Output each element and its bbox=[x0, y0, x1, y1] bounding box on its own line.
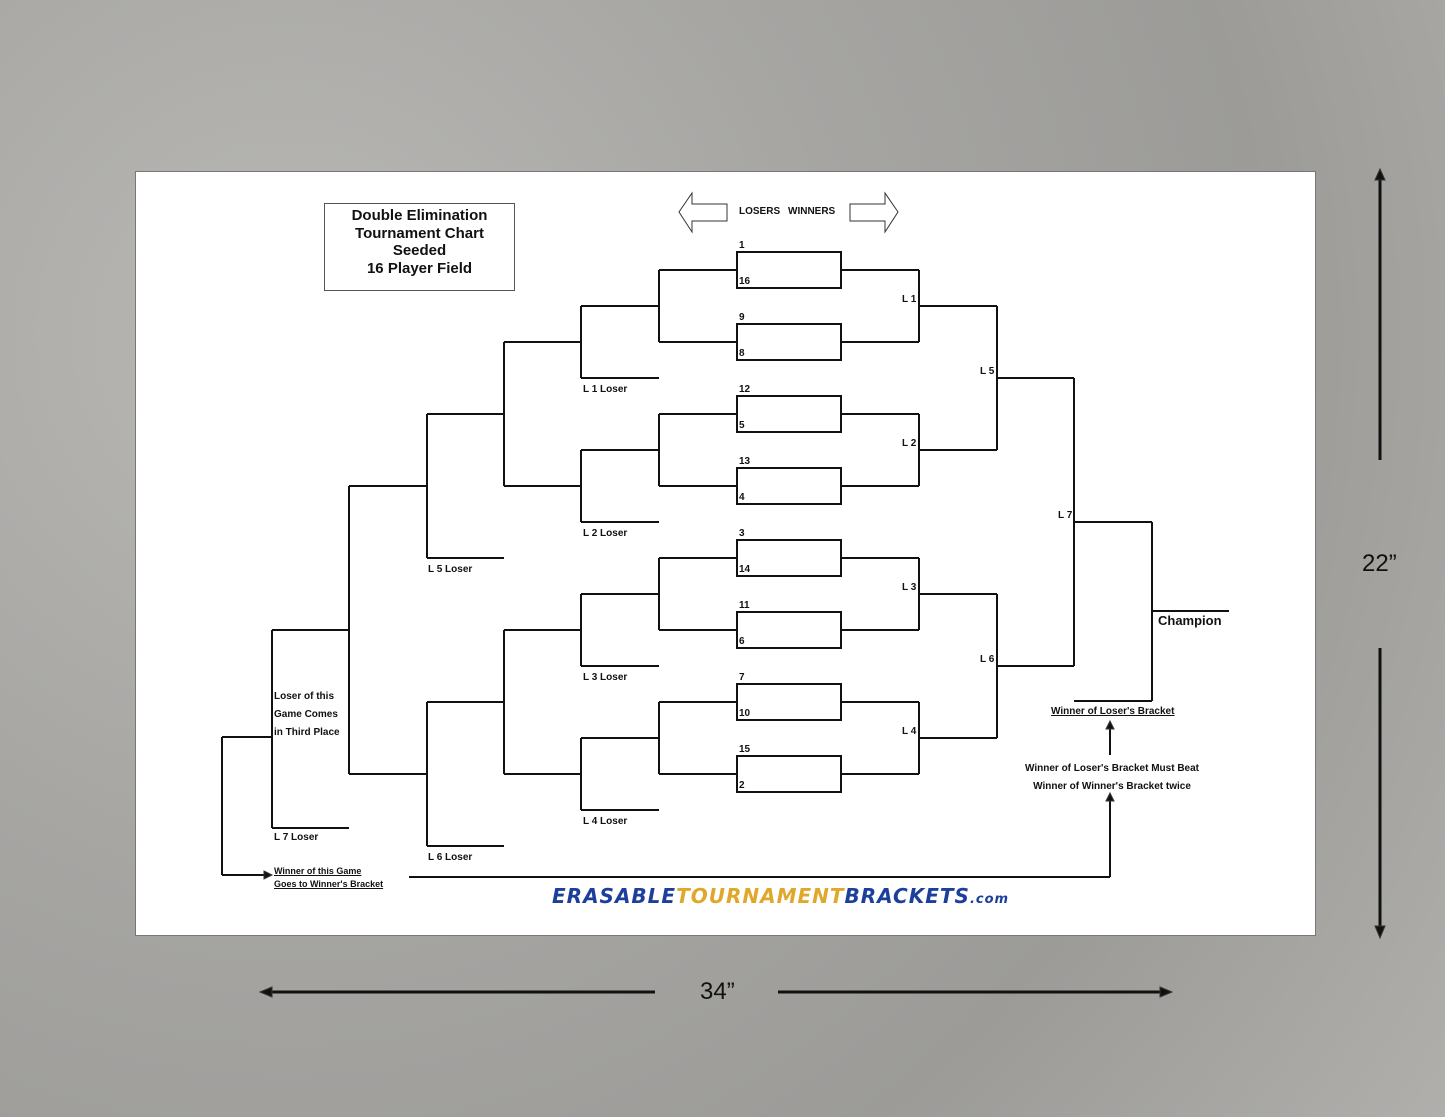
seed-label: 3 bbox=[739, 528, 745, 539]
seed-label: 1 bbox=[739, 240, 745, 251]
note-line: Winner of Loser's Bracket Must Beat bbox=[1025, 763, 1199, 774]
winners-round-label: L 1 bbox=[902, 294, 917, 305]
seed-label: 16 bbox=[739, 276, 751, 287]
must-beat-note: Winner of Loser's Bracket Must Beat Winn… bbox=[1025, 760, 1199, 796]
match-box[interactable] bbox=[736, 611, 842, 649]
losers-bracket-winner-label: Winner of Loser's Bracket bbox=[1051, 706, 1175, 717]
seed-label: 7 bbox=[739, 672, 745, 683]
losers-header: LOSERS bbox=[739, 206, 781, 217]
arrow-up-icon bbox=[1374, 167, 1386, 181]
winners-round-label: L 4 bbox=[902, 726, 917, 737]
seed-label: 8 bbox=[739, 348, 745, 359]
winners-round-label: L 7 bbox=[1058, 510, 1073, 521]
note-line: in Third Place bbox=[274, 727, 340, 738]
left-arrow-icon bbox=[678, 191, 728, 234]
loser-label: L 4 Loser bbox=[583, 816, 628, 827]
logo-part: BRACKETS bbox=[844, 884, 970, 908]
title-line: Double Elimination bbox=[351, 207, 488, 224]
arrow-down-icon bbox=[1374, 925, 1386, 940]
seed-label: 13 bbox=[739, 456, 751, 467]
logo-part: .com bbox=[969, 892, 1010, 907]
loser-label: L 7 Loser bbox=[274, 832, 319, 843]
seed-label: 15 bbox=[739, 744, 751, 755]
arrow-right-icon bbox=[263, 870, 274, 880]
champion-label: Champion bbox=[1158, 613, 1222, 628]
winners-round-label: L 6 bbox=[980, 654, 995, 665]
note-line: Game Comes bbox=[274, 709, 338, 720]
winners-header: WINNERS bbox=[788, 206, 836, 217]
seed-label: 6 bbox=[739, 636, 745, 647]
arrow-up-icon bbox=[1105, 719, 1115, 730]
match-box[interactable] bbox=[736, 467, 842, 505]
height-dimension: 22” bbox=[1362, 550, 1397, 577]
seed-label: 12 bbox=[739, 384, 751, 395]
match-box[interactable] bbox=[736, 251, 842, 289]
title-line: Tournament Chart bbox=[355, 224, 484, 242]
seed-label: 14 bbox=[739, 564, 751, 575]
width-dimension: 34” bbox=[700, 978, 735, 1005]
arrow-left-icon bbox=[258, 986, 273, 998]
seed-label: 4 bbox=[739, 492, 745, 503]
bracket-poster bbox=[135, 171, 1316, 936]
seed-label: 10 bbox=[739, 708, 751, 719]
winners-round-label: L 3 bbox=[902, 582, 917, 593]
note-line: Winner of this Game bbox=[274, 866, 362, 876]
match-box[interactable] bbox=[736, 755, 842, 793]
loser-label: L 6 Loser bbox=[428, 852, 473, 863]
title-line: Seeded bbox=[392, 242, 447, 259]
seed-label: 5 bbox=[739, 420, 745, 431]
arrow-right-icon bbox=[1159, 986, 1174, 998]
winners-round-label: L 5 bbox=[980, 366, 995, 377]
note-line: Winner of Winner's Bracket twice bbox=[1033, 781, 1191, 792]
seed-label: 9 bbox=[739, 312, 745, 323]
seed-label: 2 bbox=[739, 780, 745, 791]
logo: ERASABLETOURNAMENTBRACKETS.com bbox=[552, 884, 1009, 908]
note-line: Goes to Winner's Bracket bbox=[274, 879, 384, 889]
title-box: Double Elimination Tournament Chart Seed… bbox=[324, 203, 515, 291]
loser-label: L 1 Loser bbox=[583, 384, 628, 395]
right-arrow-icon bbox=[849, 191, 899, 234]
match-box[interactable] bbox=[736, 323, 842, 361]
loser-label: L 3 Loser bbox=[583, 672, 628, 683]
third-place-note: Loser of this Game Comes in Third Place bbox=[274, 688, 340, 742]
arrow-up-icon bbox=[1105, 791, 1115, 802]
loser-label: L 2 Loser bbox=[583, 528, 628, 539]
match-box[interactable] bbox=[736, 683, 842, 721]
note-line: Loser of this bbox=[274, 691, 335, 702]
match-box[interactable] bbox=[736, 539, 842, 577]
winner-note: Winner of this Game Goes to Winner's Bra… bbox=[274, 865, 383, 891]
loser-label: L 5 Loser bbox=[428, 564, 473, 575]
title-line: 16 Player Field bbox=[366, 259, 473, 277]
logo-part: TOURNAMENT bbox=[676, 884, 845, 908]
logo-part: ERASABLE bbox=[552, 884, 677, 908]
seed-label: 11 bbox=[739, 600, 750, 611]
winners-round-label: L 2 bbox=[902, 438, 917, 449]
match-box[interactable] bbox=[736, 395, 842, 433]
